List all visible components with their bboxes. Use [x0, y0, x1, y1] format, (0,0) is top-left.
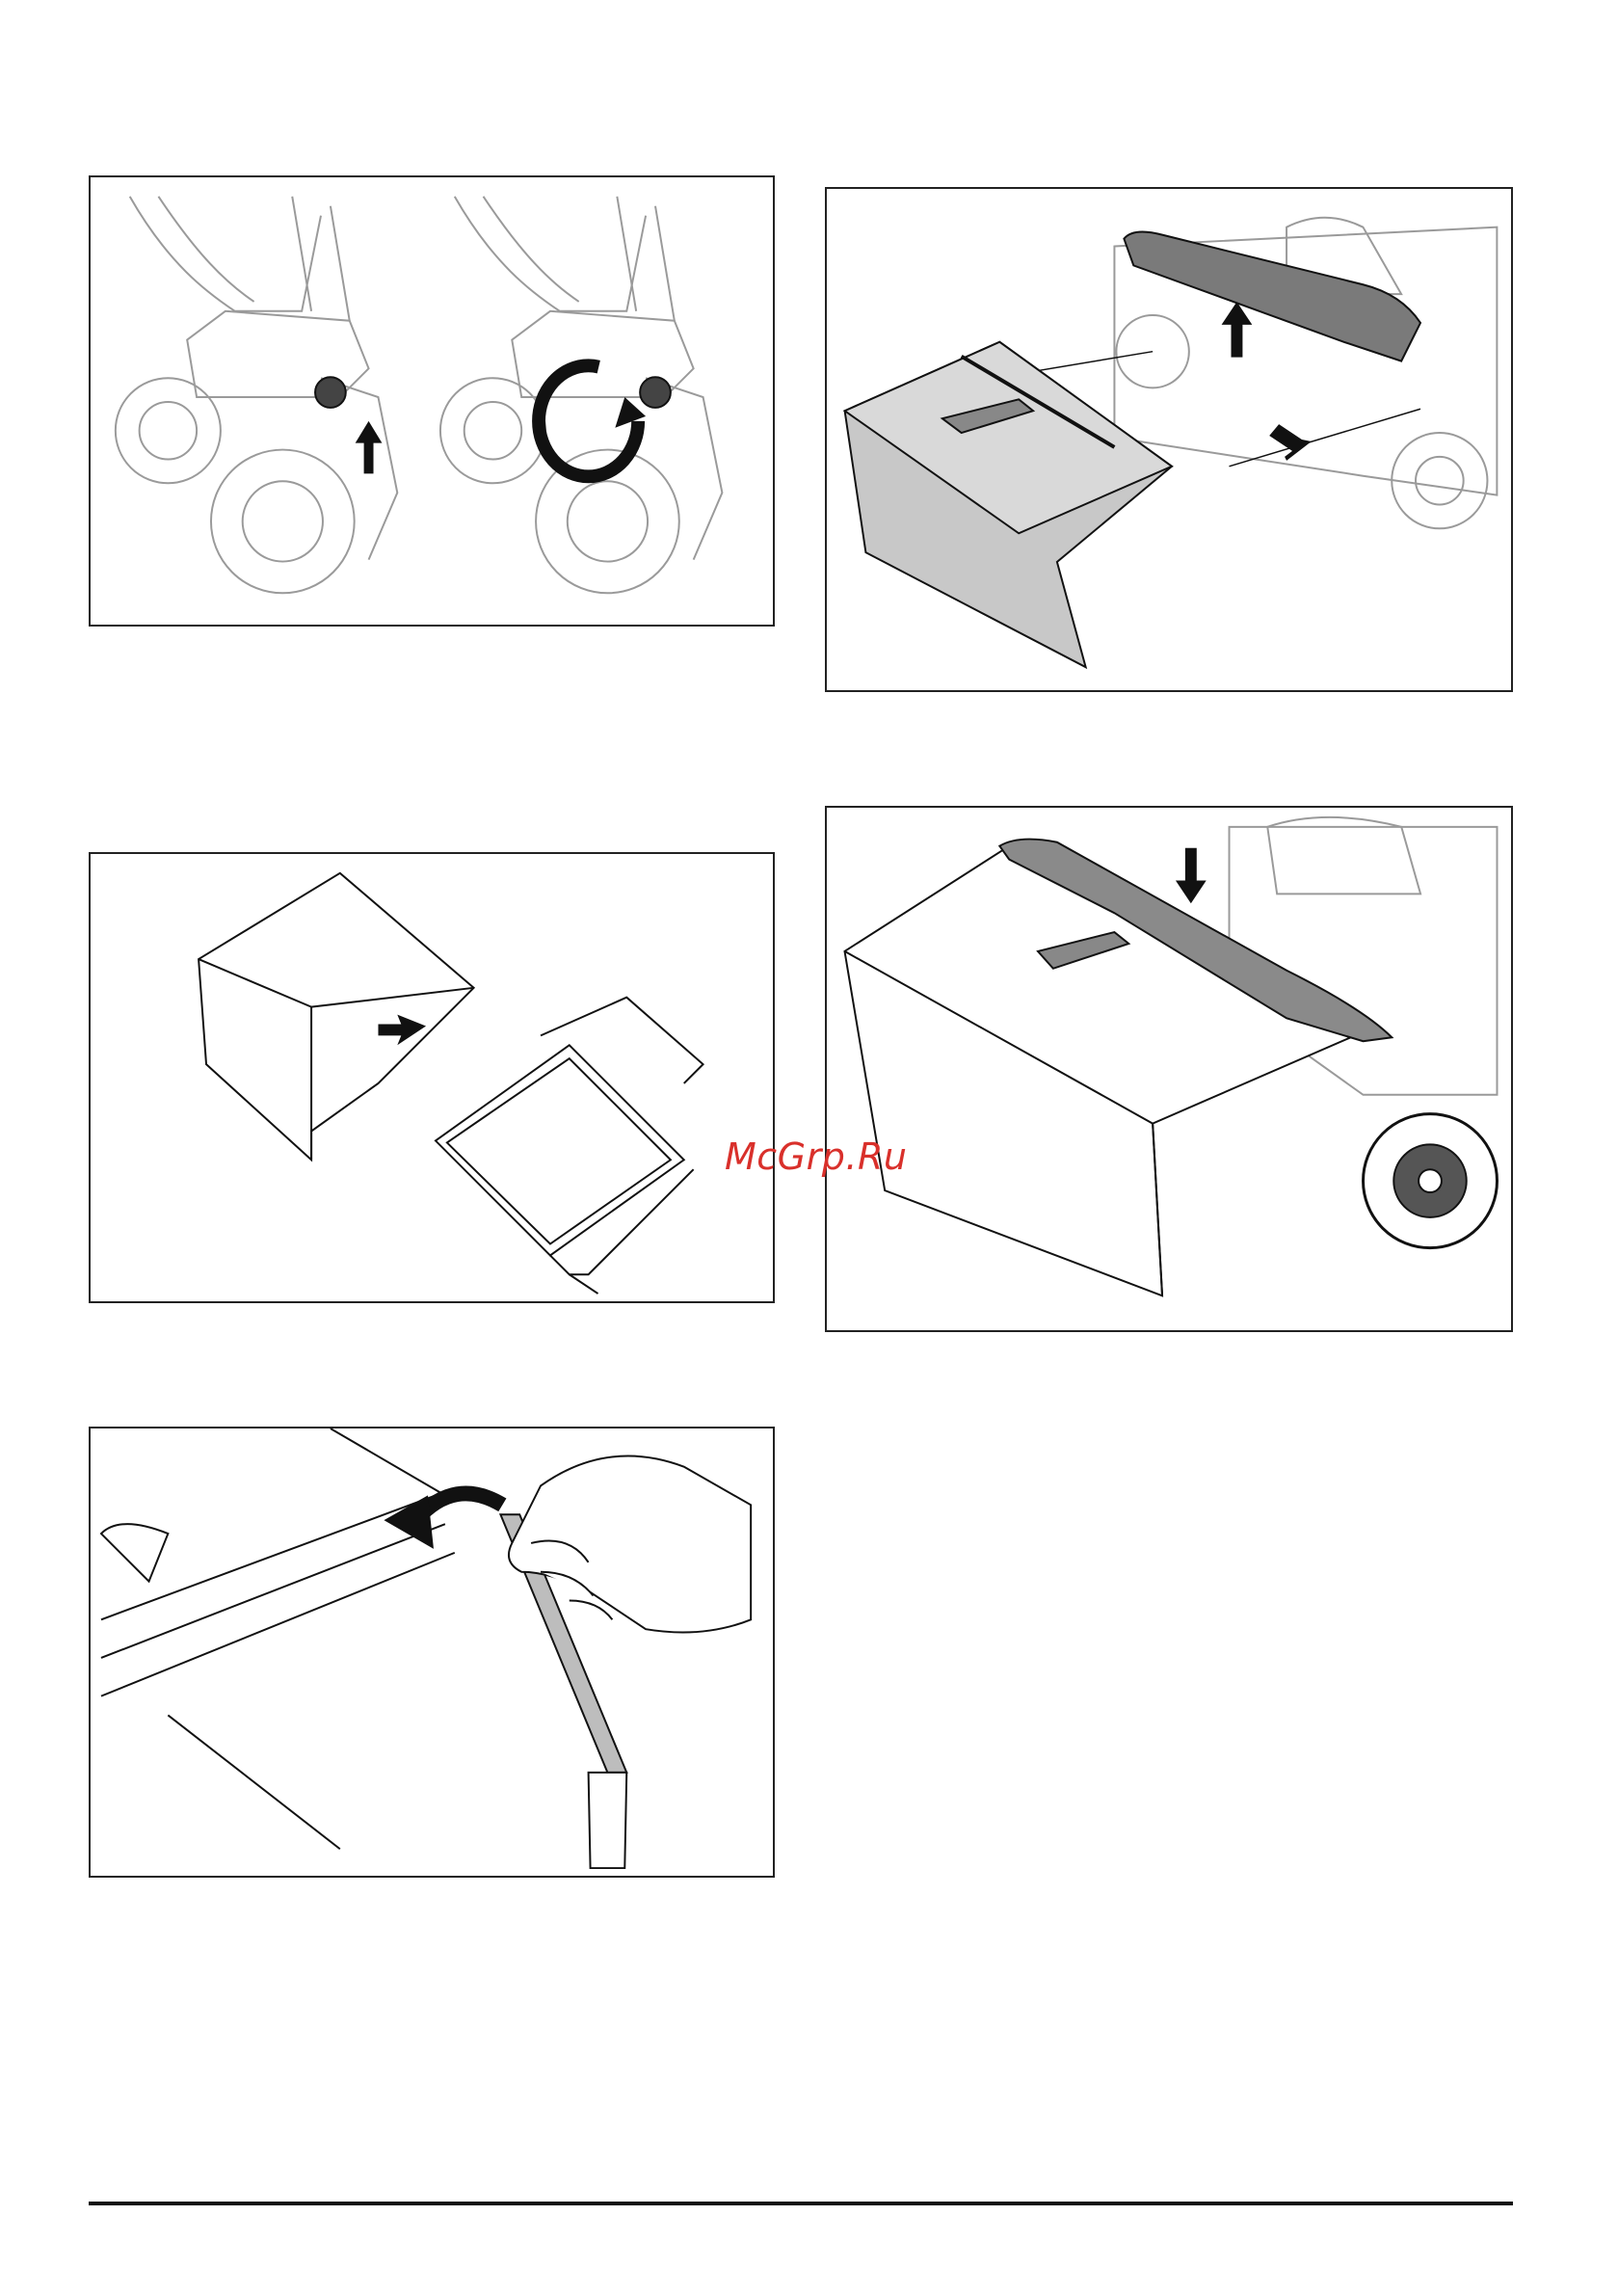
bag-installed-illustration	[827, 808, 1511, 1330]
arrow-right-icon	[378, 1015, 426, 1046]
watermark: McGrp.Ru	[725, 1135, 907, 1178]
figure-attach-grass-bag	[825, 187, 1513, 692]
arrow-up-icon	[1222, 302, 1253, 358]
clip-bag-edge-illustration	[91, 1428, 773, 1876]
grass-bag	[845, 342, 1172, 667]
handle-knob-illustration	[91, 177, 773, 625]
arrow-up-icon	[356, 421, 383, 474]
figure-adjust-handle-knob	[89, 175, 775, 627]
rotate-arrow-icon	[539, 365, 646, 476]
arrow-right-icon	[1269, 424, 1312, 461]
figure-assemble-bag-frame	[89, 852, 775, 1303]
arrow-down-icon	[1176, 848, 1207, 904]
grass-bag-attach-illustration	[827, 189, 1511, 690]
knob-icon	[315, 377, 671, 408]
grass-bag	[844, 846, 1372, 1296]
figure-clip-bag-edge	[89, 1427, 775, 1878]
bag-frame-illustration	[91, 854, 773, 1301]
wheel	[1364, 1114, 1498, 1248]
figure-bag-installed	[825, 806, 1513, 1332]
footer-rule	[89, 2202, 1513, 2205]
